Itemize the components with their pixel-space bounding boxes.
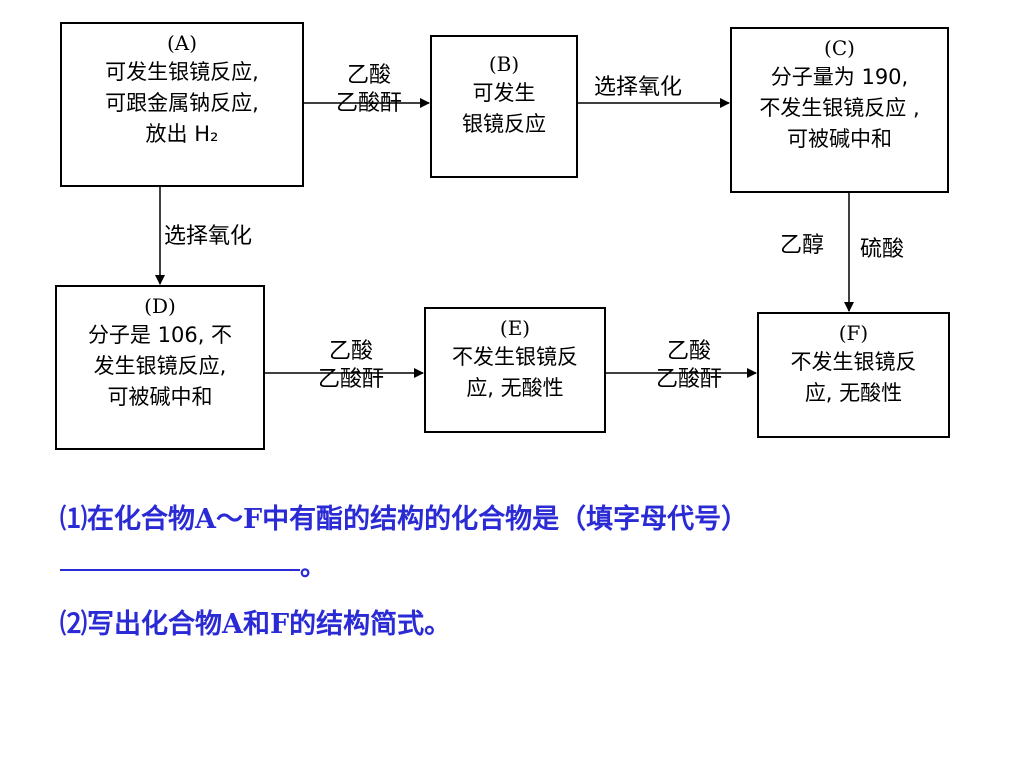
compound-line: 分子量为 190, [770,65,909,89]
compound-box-b: (B) 可发生 银镜反应 [430,35,578,178]
compound-line: 发生银镜反应, [93,354,227,378]
question-1: ⑴在化合物A～F中有酯的结构的化合物是（填字母代号） [60,504,749,535]
compound-line: 不发生银镜反 [790,350,917,374]
compound-line: 不发生银镜反应 , [759,96,920,120]
arrow-label-a-d: 选择氧化 [164,223,252,251]
answer-blank[interactable] [60,569,300,571]
reagent-line: 乙酸 [346,63,391,88]
compound-box-a: (A) 可发生银镜反应, 可跟金属钠反应, 放出 H₂ [60,22,304,187]
compound-tag: (C) [824,36,855,60]
compound-line: 可跟金属钠反应, [105,91,259,115]
reagent-line: 乙酸酐 [317,367,384,392]
compound-box-f: (F) 不发生银镜反 应, 无酸性 [757,312,950,438]
reagent-line: 乙醇 [780,233,825,258]
reagent-line: 乙酸 [666,339,711,364]
compound-tag: (B) [488,52,520,76]
compound-box-e: (E) 不发生银镜反 应, 无酸性 [424,307,606,433]
compound-box-d: (D) 分子是 106, 不 发生银镜反应, 可被碱中和 [55,285,265,450]
question-2: ⑵写出化合物A和F的结构简式。 [60,609,452,640]
compound-tag: (A) [166,31,198,55]
compound-line: 可发生银镜反应, [105,60,259,84]
reagent-line: 乙酸酐 [655,367,722,392]
reagent-line: 乙酸酐 [335,91,402,116]
arrow-label-b-c: 选择氧化 [594,74,682,102]
compound-line: 可发生 [472,81,536,105]
compound-line: 应, 无酸性 [466,376,564,400]
reagent-line: 选择氧化 [594,75,683,100]
reagent-line: 乙酸 [328,339,373,364]
compound-tag: (F) [838,321,869,345]
arrow-label-a-b: 乙酸 乙酸酐 [322,62,416,118]
reagent-line: 选择氧化 [164,224,253,249]
compound-line: 分子是 106, 不 [87,323,233,347]
compound-line: 可被碱中和 [107,385,213,409]
compound-tag: (E) [499,316,531,340]
compound-line: 银镜反应 [462,112,546,136]
compound-box-c: (C) 分子量为 190, 不发生银镜反应 , 可被碱中和 [730,27,949,193]
reagent-line: 硫酸 [860,237,905,262]
compound-line: 放出 H₂ [145,122,219,146]
compound-line: 不发生银镜反 [452,345,578,369]
arrow-label-d-e: 乙酸 乙酸酐 [302,338,400,394]
compound-line: 可被碱中和 [787,127,892,151]
arrow-label-c-f-left: 乙醇 [780,232,824,260]
arrow-label-c-f-right: 硫酸 [860,236,904,264]
compound-line: 应, 无酸性 [804,381,903,405]
compound-tag: (D) [144,294,176,318]
arrow-label-e-f: 乙酸 乙酸酐 [640,338,738,394]
question-1-end: 。 [300,552,327,582]
